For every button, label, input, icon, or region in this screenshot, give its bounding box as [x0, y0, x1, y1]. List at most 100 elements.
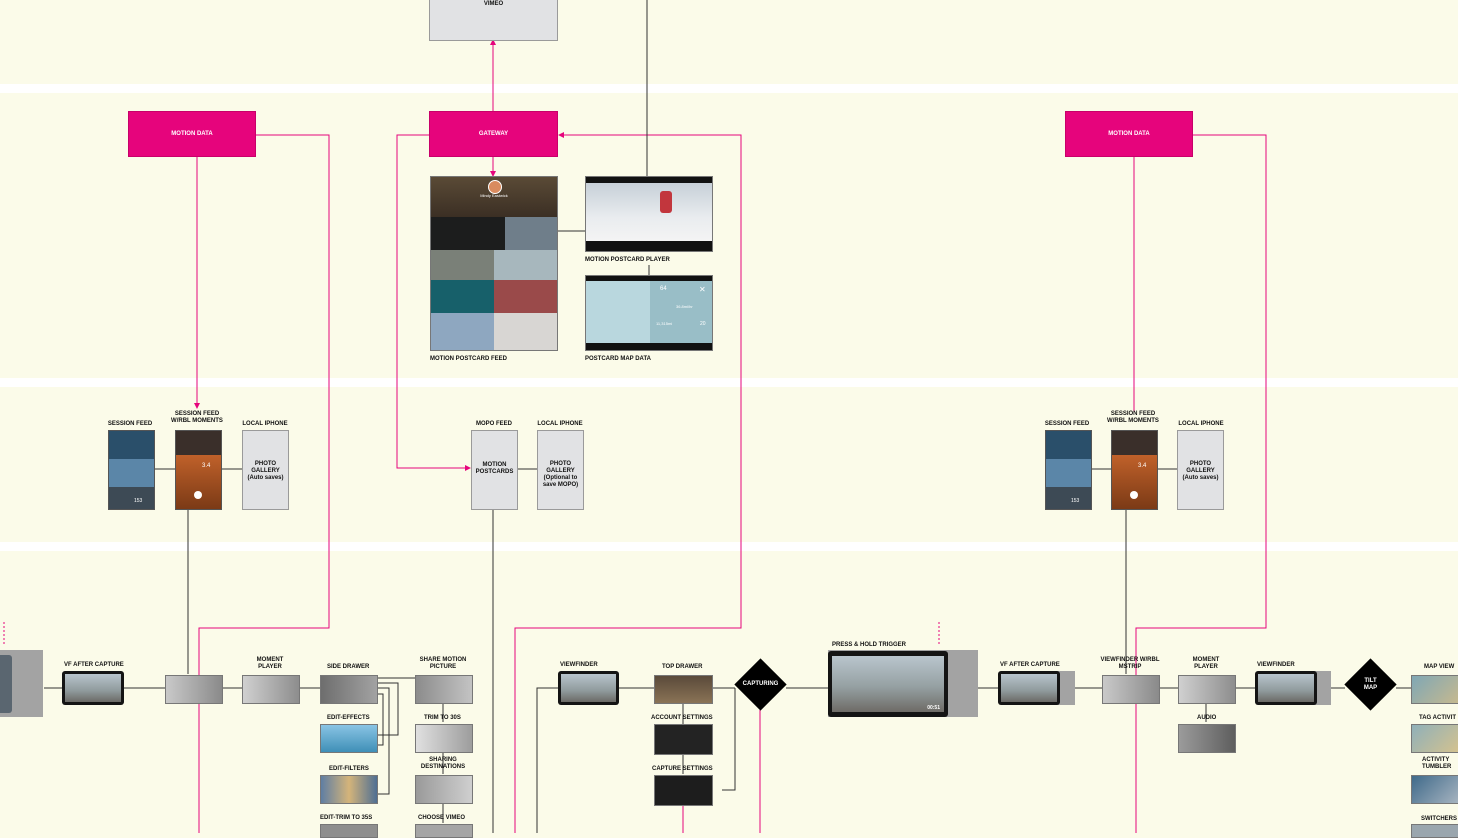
- edit-trim-label: EDIT-TRIM TO 35S: [320, 815, 373, 821]
- feed-tile: [431, 217, 505, 250]
- edit-filters-label: EDIT-FILTERS: [329, 766, 369, 772]
- motion-postcards-box: MOTION POSTCARDS: [471, 430, 518, 510]
- tag-activity-label: TAG ACTIVIT: [1419, 715, 1456, 721]
- map-view-label: MAP VIEW: [1424, 664, 1455, 670]
- postcard-map-data-label: POSTCARD MAP DATA: [585, 356, 651, 362]
- audio-screen: [1178, 724, 1236, 753]
- screen-tile: [176, 431, 221, 455]
- screen-image: [561, 674, 616, 702]
- screen-tile: [1046, 431, 1091, 459]
- device-screen: [0, 655, 12, 713]
- local-iphone-label: LOCAL IPHONE: [537, 421, 583, 427]
- motion-postcard-feed-screen: Mindy Eastwick: [430, 176, 558, 351]
- vf-after-capture-screen: [62, 671, 124, 705]
- motion-postcard-player-screen: [585, 176, 713, 252]
- screen-image: [832, 656, 944, 712]
- map-stat: 20: [700, 321, 706, 327]
- share-motion-picture-screen: [415, 675, 473, 704]
- feed-tile: [505, 217, 557, 250]
- edit-filters-screen: [320, 775, 378, 804]
- feed-tile: [494, 313, 557, 350]
- session-feed-rbl-label: SESSION FEED W/RBL MOMENTS: [1107, 411, 1159, 424]
- local-iphone-label: LOCAL IPHONE: [1178, 421, 1224, 427]
- session-feed-screen: 153: [1045, 430, 1092, 510]
- gateway-node: GATEWAY: [429, 111, 558, 157]
- moment-player-screen: [1178, 675, 1236, 704]
- viewfinder-screen: [1255, 671, 1317, 705]
- map-stat: 11,315mi: [656, 321, 673, 326]
- motion-data-node-right: MOTION DATA: [1065, 111, 1193, 157]
- switchers-label: SWITCHERS: [1421, 816, 1457, 822]
- choose-vimeo-label: CHOOSE VIMEO: [418, 815, 466, 821]
- capture-settings-label: CAPTURE SETTINGS: [652, 766, 713, 772]
- stats-overlay: [650, 281, 712, 343]
- edit-effects-label: EDIT-EFFECTS: [327, 715, 370, 721]
- thumb-screen: [165, 675, 223, 704]
- close-icon: ✕: [699, 285, 706, 294]
- feed-tile: [431, 280, 494, 313]
- session-feed-label: SESSION FEED: [107, 421, 153, 427]
- viewfinder-label: VIEWFINDER: [1257, 662, 1295, 668]
- viewfinder-label: VIEWFINDER: [560, 662, 598, 668]
- camera-icon: [1130, 491, 1138, 499]
- screen-image: [1001, 674, 1057, 702]
- account-settings-label: ACCOUNT SETTINGS: [651, 715, 713, 721]
- screen-image: [65, 674, 121, 702]
- trim-to-30s-screen: [415, 724, 473, 753]
- session-feed-screen: 153: [108, 430, 155, 510]
- camera-icon: [194, 491, 202, 499]
- photo-gallery-optional-box: PHOTO GALLERY (Optional to save MOPO): [537, 430, 584, 510]
- share-motion-picture-label: SHARE MOTION PICTURE: [419, 657, 467, 670]
- screen-tile: [176, 455, 221, 509]
- row-band: [0, 378, 1458, 387]
- edit-effects-screen: [320, 724, 378, 753]
- moment-player-label: MOMENT PLAYER: [1192, 657, 1220, 670]
- screen-value: 3.4: [202, 463, 211, 469]
- map-view-screen: [1411, 675, 1458, 704]
- viewfinder-mstrip-screen: [1102, 675, 1160, 704]
- audio-label: AUDIO: [1197, 715, 1217, 721]
- top-drawer-label: TOP DRAWER: [662, 664, 703, 670]
- motion-data-node-left: MOTION DATA: [128, 111, 256, 157]
- postcard-map-data-screen: 64 ✕ 36.8mi/hr 11,315mi 20: [585, 275, 713, 351]
- feed-tile: [494, 280, 557, 313]
- viewfinder-screen: [558, 671, 619, 705]
- choose-vimeo-screen: [415, 824, 473, 838]
- activity-tumbler-label: ACTIVITY TUMBLER: [1422, 757, 1452, 770]
- top-drawer-screen: [654, 675, 713, 704]
- side-drawer-label: SIDE DRAWER: [327, 664, 370, 670]
- sharing-destinations-label: SHARING DESTINATIONS: [420, 757, 466, 770]
- player-video: [586, 183, 712, 241]
- vimeo-label: VIMEO: [483, 1, 504, 7]
- session-feed-rbl-label: SESSION FEED W/RBL MOMENTS: [171, 411, 223, 424]
- session-feed-label: SESSION FEED: [1044, 421, 1090, 427]
- vf-after-capture-label: VF AFTER CAPTURE: [1000, 662, 1060, 668]
- side-drawer-screen: [320, 675, 378, 704]
- screen-tile: [1046, 487, 1091, 509]
- local-iphone-label: LOCAL IPHONE: [242, 421, 288, 427]
- feed-tile: [431, 250, 494, 280]
- tag-activity-screen: [1411, 724, 1458, 753]
- vf-after-capture-screen: [998, 671, 1060, 705]
- screen-tile: [109, 431, 154, 459]
- screen-value: 153: [134, 498, 143, 504]
- switchers-screen: [1411, 824, 1458, 838]
- moment-player-screen: [242, 675, 300, 704]
- motion-postcards-label: MOTION POSTCARDS: [475, 462, 514, 475]
- screen-value: 3.4: [1138, 463, 1147, 469]
- feed-tile: [494, 250, 557, 280]
- feed-tile: [431, 313, 494, 350]
- row-band: [0, 84, 1458, 93]
- avatar-name: Mindy Eastwick: [480, 193, 508, 198]
- session-feed-rbl-screen: 3.4: [175, 430, 222, 510]
- vimeo-box: VIMEO: [429, 0, 558, 41]
- motion-postcard-feed-label: MOTION POSTCARD FEED: [430, 356, 508, 362]
- screen-tile: [1112, 455, 1157, 509]
- skier-figure: [660, 191, 672, 213]
- edit-trim-screen: [320, 824, 378, 838]
- screen-tile: [109, 487, 154, 509]
- trim-to-30s-label: TRIM TO 30S: [424, 715, 461, 721]
- capture-settings-screen: [654, 775, 713, 806]
- photo-gallery-label: PHOTO GALLERY (Auto saves): [247, 461, 284, 481]
